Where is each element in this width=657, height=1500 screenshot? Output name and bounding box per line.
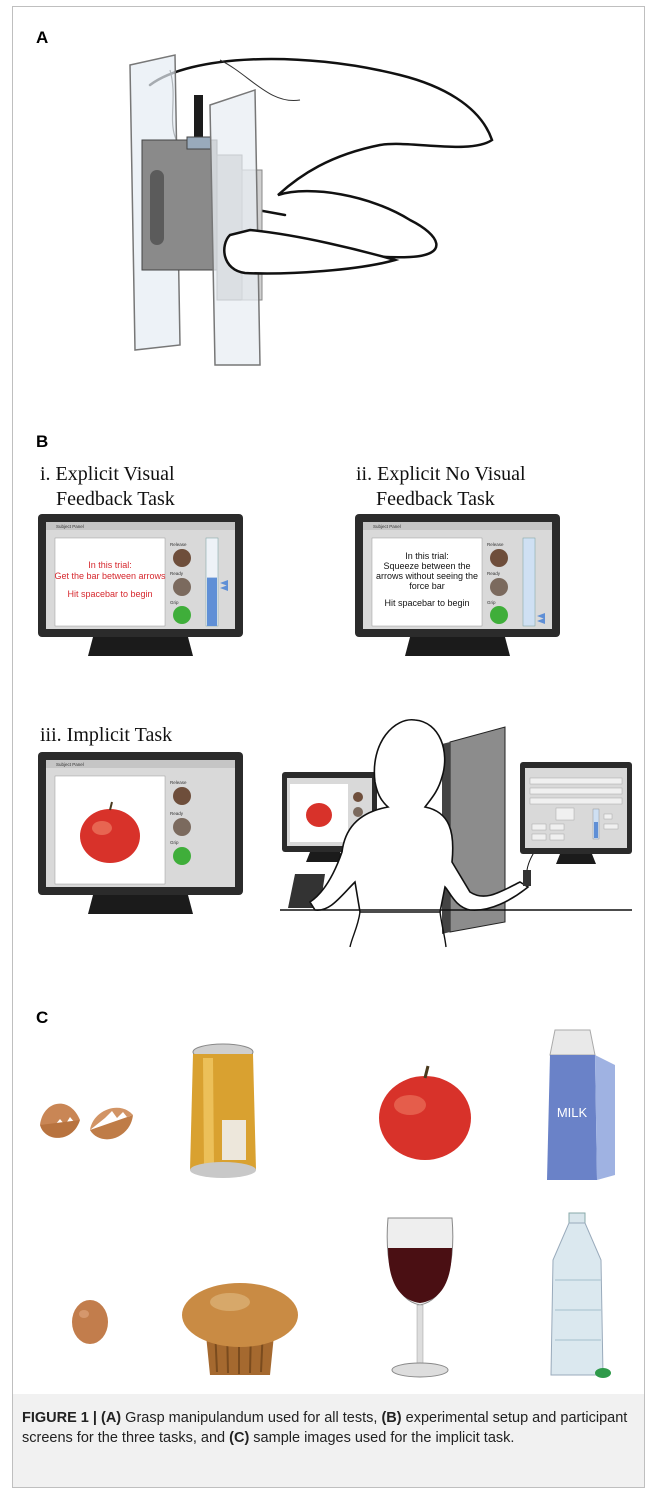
ready-button[interactable] — [490, 578, 508, 596]
instruction-line3: arrows without seeing the — [376, 571, 478, 581]
muffin-image — [182, 1283, 298, 1375]
release-button[interactable] — [173, 549, 191, 567]
milk-carton-image: MILK — [547, 1029, 615, 1180]
panel-a-label: A — [36, 28, 49, 47]
egg-image — [72, 1300, 108, 1344]
ready-label: Ready — [487, 571, 501, 576]
panel-b-label: B — [36, 432, 49, 451]
monitor-implicit: Subject Panel Release Ready Grip — [38, 752, 243, 914]
caption-b-text: experimental setup and participant scree… — [22, 1410, 628, 1446]
monitor-stand — [88, 895, 193, 914]
right-plate — [209, 88, 261, 366]
grip-button[interactable] — [490, 606, 508, 624]
instruction-line1: In this trial: — [405, 551, 449, 561]
panel-c-label: C — [36, 1008, 49, 1027]
ready-label: Ready — [170, 571, 184, 576]
caption-background — [13, 1394, 644, 1487]
caption-a-tag: (A) — [101, 1410, 122, 1426]
task-i-title-line1: i. Explicit Visual — [40, 463, 175, 485]
monitor-no-visual-feedback: Subject Panel In this trial: Squeeze bet… — [355, 514, 560, 656]
apple-image — [80, 801, 140, 863]
monitor-visual-feedback: Subject Panel In this trial: Get the bar… — [38, 514, 243, 656]
task-iii-title: iii. Implicit Task — [40, 724, 173, 746]
soda-can-image — [190, 1043, 256, 1178]
release-label: Release — [170, 780, 187, 785]
task-i-title-line2: Feedback Task — [56, 488, 175, 510]
grip-button[interactable] — [173, 847, 191, 865]
bolt — [194, 95, 203, 145]
eggshell-image — [40, 1103, 133, 1140]
caption-c-tag: (C) — [229, 1430, 250, 1446]
grip-label: Grip — [487, 600, 496, 605]
release-button[interactable] — [173, 787, 191, 805]
window-title: Subject Panel — [56, 762, 84, 767]
ready-button[interactable] — [173, 818, 191, 836]
experimental-setup-scene — [280, 719, 632, 948]
grasp-manipulandum-illustration — [129, 54, 494, 366]
instruction-line5: Hit spacebar to begin — [384, 598, 469, 608]
figure-caption: FIGURE 1 | (A) Grasp manipulandum used f… — [22, 1408, 637, 1448]
task-ii-title-line2: Feedback Task — [376, 488, 495, 510]
milk-label: MILK — [557, 1105, 588, 1120]
apple-sample-image — [379, 1065, 471, 1160]
force-bar-fill — [207, 577, 217, 626]
window-title: Subject Panel — [373, 524, 401, 529]
task-ii-title-line1: ii. Explicit No Visual — [356, 463, 526, 485]
grip-label: Grip — [170, 840, 179, 845]
instruction-line1: In this trial: — [88, 560, 132, 570]
ready-button[interactable] — [173, 578, 191, 596]
wine-glass-image — [386, 1217, 454, 1378]
figure-label: FIGURE 1 | — [22, 1410, 97, 1426]
ready-label: Ready — [170, 811, 184, 816]
window-title: Subject Panel — [56, 524, 84, 529]
instruction-line2: Squeeze between the — [383, 561, 470, 571]
release-button[interactable] — [490, 549, 508, 567]
grip-label: Grip — [170, 600, 179, 605]
participant-silhouette — [308, 719, 530, 913]
force-bar-track — [522, 537, 536, 627]
instruction-line4: force bar — [409, 581, 445, 591]
caption-a-text: Grasp manipulandum used for all tests, — [121, 1410, 382, 1426]
water-bottle-image — [550, 1212, 611, 1378]
monitor-stand — [88, 637, 193, 656]
release-label: Release — [170, 542, 187, 547]
monitor-stand — [405, 637, 510, 656]
figure-frame — [12, 6, 645, 1488]
caption-c-text: sample images used for the implicit task… — [249, 1430, 515, 1446]
caption-b-tag: (B) — [381, 1410, 402, 1426]
instruction-line3: Hit spacebar to begin — [67, 589, 152, 599]
release-label: Release — [487, 542, 504, 547]
instruction-line2: Get the bar between arrows — [54, 571, 166, 581]
thumb — [223, 228, 400, 275]
grip-button[interactable] — [173, 606, 191, 624]
